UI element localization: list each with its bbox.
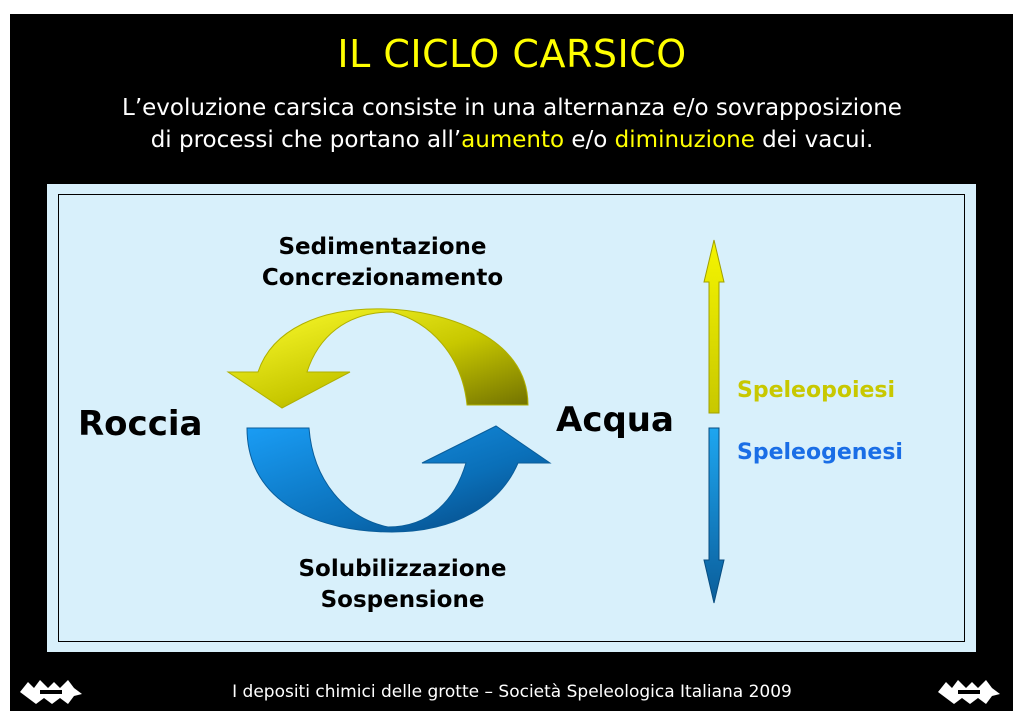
node-acqua: Acqua	[556, 400, 674, 440]
blue-curved-arrow	[246, 425, 552, 533]
label-sedimentazione: Sedimentazione	[278, 234, 487, 260]
bat-logo-right-icon	[938, 680, 1000, 704]
yellow-curved-arrow	[226, 308, 529, 409]
subtitle-line-2: di processi che portano all’aumento e/o …	[0, 124, 1024, 156]
label-sedimentation: Sedimentazione Concrezionamento	[220, 232, 545, 294]
subtitle-text-a: di processi che portano all’	[150, 127, 462, 153]
highlight-aumento: aumento	[461, 127, 565, 153]
label-speleogenesi: Speleogenesi	[737, 440, 903, 465]
label-speleopoiesi: Speleopoiesi	[737, 378, 896, 403]
diagram-frame	[58, 194, 965, 642]
diagram-panel	[47, 184, 976, 652]
highlight-diminuzione: diminuzione	[614, 127, 755, 153]
subtitle-text-c: dei vacui.	[754, 127, 874, 153]
blue-down-arrow	[703, 427, 725, 604]
subtitle-text-b: e/o	[564, 127, 615, 153]
label-solubilization: Solubilizzazione Sospensione	[240, 554, 565, 616]
subtitle-line-1: L’evoluzione carsica consiste in una alt…	[122, 95, 902, 121]
slide-footer: I depositi chimici delle grotte – Societ…	[232, 682, 792, 702]
bat-logo-left-icon	[20, 680, 82, 704]
label-solubilizzazione: Solubilizzazione	[298, 556, 507, 582]
slide-title: IL CICLO CARSICO	[337, 32, 687, 76]
yellow-up-arrow	[703, 239, 725, 414]
label-sospensione: Sospensione	[320, 587, 485, 613]
node-roccia: Roccia	[78, 404, 203, 444]
label-concrezionamento: Concrezionamento	[261, 265, 504, 291]
slide-subtitle: L’evoluzione carsica consiste in una alt…	[0, 92, 1024, 156]
